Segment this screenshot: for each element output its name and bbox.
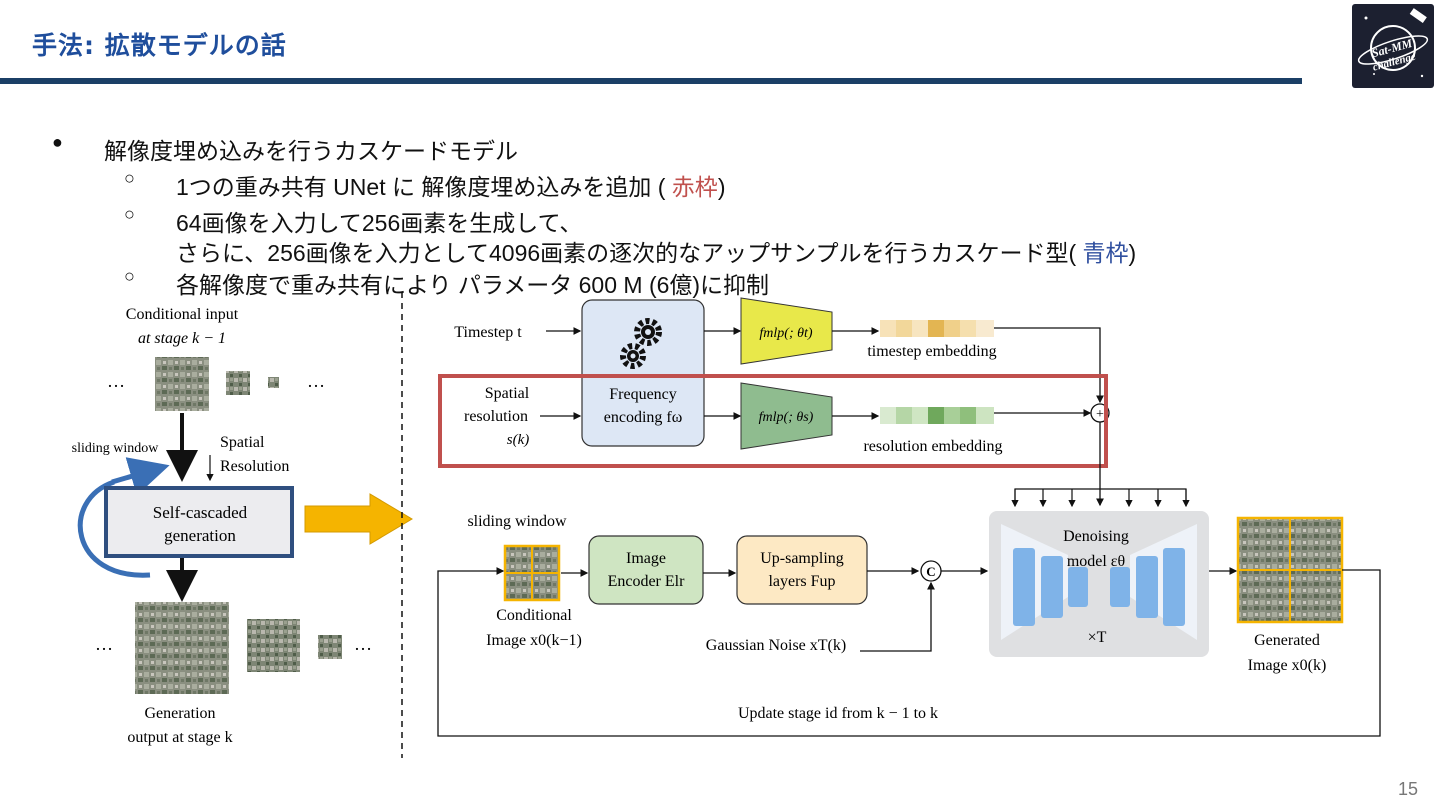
image-encoder-box [588,535,704,605]
sliding-window-label-left: sliding window [72,441,160,456]
self-cascaded-box [104,486,294,558]
upsampling-box [736,535,868,605]
image-encoder-label: Image [626,550,666,567]
ellipsis: … [307,371,325,391]
frequency-encoding-box [581,299,705,447]
s-k-label: s(k) [507,432,530,448]
blue-frame-label: 青枠 [1076,240,1129,266]
resolution-embedding-bar [880,407,994,424]
gaussian-noise-label: Gaussian Noise xT(k) [706,637,846,654]
cond-input-label: Conditional input [126,306,239,323]
gen-output-label: Generation [144,705,215,722]
update-stage-label: Update stage id from k − 1 to k [738,705,938,722]
fmlp-t-label: fmlp(; θt) [759,326,812,341]
feedback-loop [437,567,1381,737]
input-image-small [268,377,279,388]
resolution-label: Resolution [220,458,289,475]
architecture-diagram: Conditional input at stage k − 1 … … sli… [72,292,1381,758]
spatial-label: Spatial [220,434,265,451]
title-underline [0,78,1302,84]
loop-arrow [77,479,151,578]
gen-image-x-label: Image x0(k) [1248,657,1327,674]
output-image-large [135,602,229,694]
gen-output-stage-label: output at stage k [127,729,232,746]
frequency-label: Frequency [609,386,677,403]
bullet-circle-icon: ○ [124,168,135,188]
sliding-window-label-right: sliding window [467,513,567,530]
input-image-medium [226,371,250,395]
plus-label: + [1096,407,1104,422]
output-image-medium [247,619,300,672]
red-frame [438,374,1108,468]
mlp-resolution [740,382,833,450]
timestep-label: Timestep t [454,324,522,341]
upsampling-label: Up-sampling [760,550,844,567]
encoder-elr-label: Encoder Elr [608,573,686,590]
timestep-embedding-bar [880,320,994,337]
slide-title: 手法: 拡散モデルの話 [32,31,287,60]
cond-input-stage-label: at stage k − 1 [138,330,226,347]
cond-image-x-label: Image x0(k−1) [486,632,582,649]
ellipsis: … [95,634,113,654]
page-number: 15 [1397,779,1418,799]
conditional-label: Conditional [496,607,572,624]
ellipsis: … [354,634,372,654]
self-cascaded-label: Self-cascaded [153,503,248,522]
concat-label: C [926,564,935,579]
output-image-small [318,635,342,659]
bullet-circle-icon: ○ [124,204,135,224]
resolution-embedding-label: resolution embedding [863,438,1002,455]
big-yellow-arrow [304,493,413,545]
encoding-label: encoding fω [604,409,683,426]
timestep-embedding-label: timestep embedding [867,343,996,360]
ellipsis: … [107,371,125,391]
bullet-dot-icon: ● [52,132,63,152]
denoising-label: Denoising [1063,528,1129,545]
model-eps-label: model εθ [1067,553,1125,570]
input-image-large [155,357,209,411]
gear-icon [620,318,662,369]
red-frame-label: 赤枠 [665,174,718,200]
layers-fup-label: layers Fup [768,573,835,590]
generation-label: generation [164,526,236,545]
bullet-circle-icon: ○ [124,266,135,286]
mlp-timestep [740,297,833,365]
unet-blocks [1013,548,1185,626]
fmlp-s-label: fmlp(; θs) [759,410,814,425]
times-t-label: ×T [1088,629,1107,646]
challenge-logo: Sat-MM challenge [1352,4,1434,88]
spatial-label-right: Spatial [485,385,530,402]
generated-label: Generated [1254,632,1320,649]
resolution-label-right: resolution [464,408,528,425]
